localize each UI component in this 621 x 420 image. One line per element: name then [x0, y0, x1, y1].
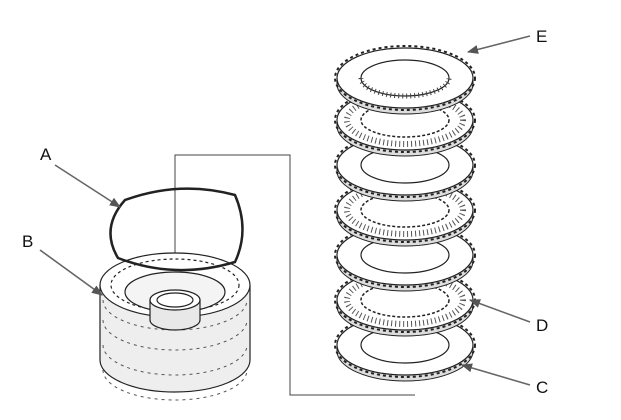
clutch-drum-b: [99, 252, 251, 401]
callout-d: D: [536, 316, 548, 335]
callout-c: C: [536, 378, 548, 397]
callout-e: E: [536, 27, 547, 46]
o-ring-a: [109, 187, 244, 272]
leader-e: [466, 35, 531, 54]
leader-a: [54, 164, 121, 208]
steel-plate-e: [334, 45, 476, 115]
clutch-disc-stack: [334, 45, 476, 382]
callout-a: A: [40, 145, 52, 164]
callout-b: B: [22, 232, 33, 251]
connector-line: [174, 154, 415, 396]
leader-b: [39, 249, 103, 296]
leader-d: [468, 299, 531, 323]
leader-c: [460, 363, 531, 386]
